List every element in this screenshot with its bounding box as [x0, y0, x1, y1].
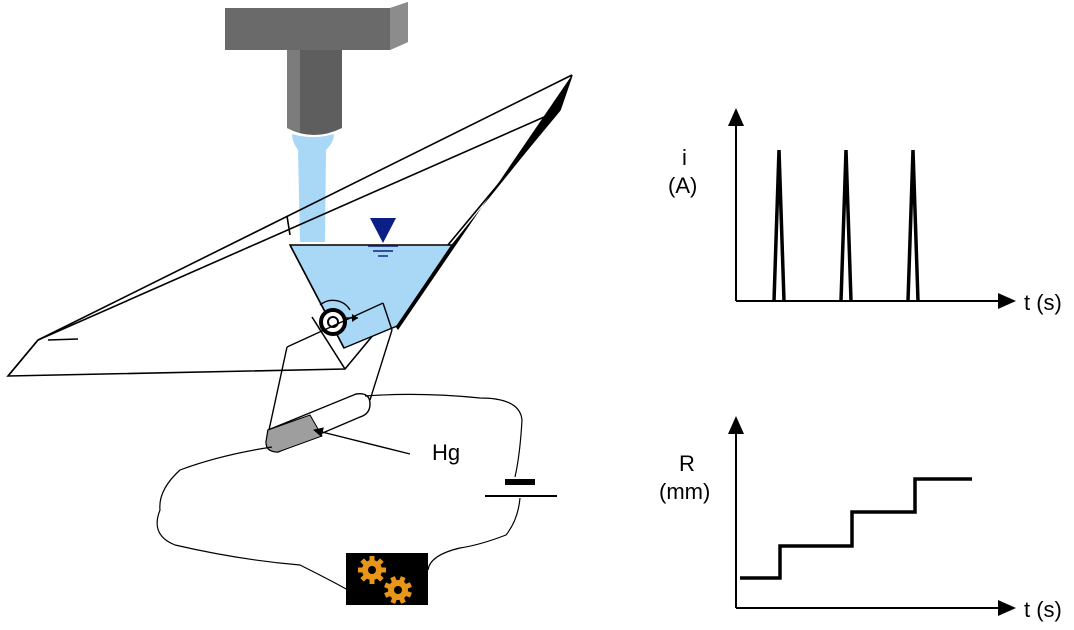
current-x-label: t (s)	[1024, 290, 1062, 315]
current-pulse-1	[772, 149, 786, 302]
current-y-label-unit: (A)	[668, 173, 697, 198]
rainfall-step-line	[740, 477, 972, 580]
mercury-switch-frame	[268, 302, 393, 431]
current-y-label-symbol: i	[682, 145, 687, 170]
water-level-marker	[368, 218, 398, 257]
current-pulse-2	[839, 149, 853, 302]
current-x-arrow	[998, 293, 1016, 309]
circuit-wires	[156, 393, 523, 591]
nozzle-pipe	[287, 50, 342, 135]
counter-gears-icon	[346, 553, 428, 605]
rainfall-x-label: t (s)	[1024, 597, 1062, 622]
rainfall-y-label-unit: (mm)	[659, 479, 710, 504]
battery-icon	[485, 479, 557, 497]
rainfall-x-arrow	[998, 600, 1016, 616]
mercury-switch	[265, 393, 371, 453]
rainfall-chart: R (mm) t (s)	[659, 416, 1062, 622]
current-chart: i (A) t (s)	[668, 108, 1062, 315]
rainfall-y-arrow	[728, 416, 744, 434]
rainfall-y-label-symbol: R	[679, 451, 695, 476]
bucket-water	[288, 244, 454, 349]
hg-pointer	[313, 427, 411, 455]
hg-label: Hg	[432, 440, 460, 465]
current-pulse-3	[906, 149, 920, 302]
current-y-arrow	[728, 108, 744, 126]
nozzle	[225, 2, 408, 135]
